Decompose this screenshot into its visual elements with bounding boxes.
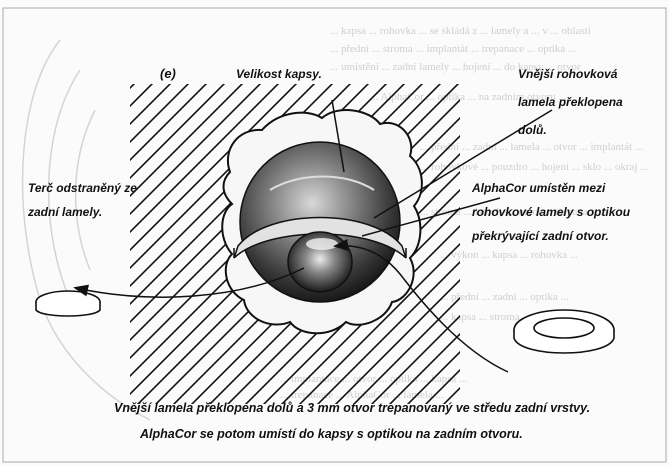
label-alphacor-placed: AlphaCor umístěn mezi rohovkové lamely s… <box>471 181 631 243</box>
svg-text:... rohovkové ... pouzdro ...: ... rohovkové ... pouzdro ... hojení ...… <box>420 161 649 173</box>
hatch-line <box>0 80 84 420</box>
panel-letter: (e) <box>160 66 176 81</box>
label-outer-lamella: Vnější rohovková lamela překlopena dolů. <box>518 67 623 137</box>
svg-text:Terč odstraněný ze: Terč odstraněný ze <box>28 181 137 195</box>
hatch-line <box>626 80 669 420</box>
hatch-line <box>608 80 669 420</box>
hatch-line <box>0 80 156 420</box>
svg-text:rohovkové lamely s optikou: rohovkové lamely s optikou <box>472 205 631 219</box>
hatch-line <box>0 80 210 420</box>
label-pocket-size: Velikost kapsy. <box>236 67 322 81</box>
svg-text:... přední ... zadní ... optik: ... přední ... zadní ... optika ... <box>440 291 569 303</box>
hatch-line <box>572 80 669 420</box>
hatch-line <box>0 80 264 420</box>
svg-text:... přední ... stroma ... impl: ... přední ... stroma ... implantát ... … <box>330 43 576 55</box>
svg-text:překrývající zadní otvor.: překrývající zadní otvor. <box>471 229 609 243</box>
hatch-line <box>0 80 12 420</box>
hatch-line <box>0 80 120 420</box>
hatch-line <box>0 80 48 420</box>
hatch-line <box>0 80 138 420</box>
svg-text:lamela překlopena: lamela překlopena <box>518 95 623 109</box>
alphacor-ring <box>514 310 614 353</box>
figure-caption: Vnější lamela překlopena dolů a 3 mm otv… <box>114 401 590 441</box>
hatch-line <box>644 80 669 420</box>
hatch-line <box>590 80 669 420</box>
svg-text:Vnější lamela překlopena dolů: Vnější lamela překlopena dolů a 3 mm otv… <box>114 401 590 415</box>
hatch-line <box>0 80 66 420</box>
svg-text:dolů.: dolů. <box>518 123 547 137</box>
svg-text:AlphaCor umístěn mezi: AlphaCor umístěn mezi <box>471 181 606 195</box>
removed-disc <box>36 291 100 316</box>
optic-highlight <box>306 238 338 250</box>
svg-text:... kapsa ... rohovka ... se s: ... kapsa ... rohovka ... se skládá z ..… <box>330 25 591 37</box>
hatch-line <box>0 80 228 420</box>
svg-text:AlphaCor se potom umístí do ka: AlphaCor se potom umístí do kapsy s opti… <box>139 427 523 441</box>
svg-text:zadní lamely.: zadní lamely. <box>27 205 102 219</box>
label-target-removed: Terč odstraněný ze zadní lamely. <box>27 181 137 219</box>
svg-text:Vnější rohovková: Vnější rohovková <box>518 67 618 81</box>
svg-text:... výkon ... kapsa ... rohovk: ... výkon ... kapsa ... rohovka ... <box>440 249 578 261</box>
